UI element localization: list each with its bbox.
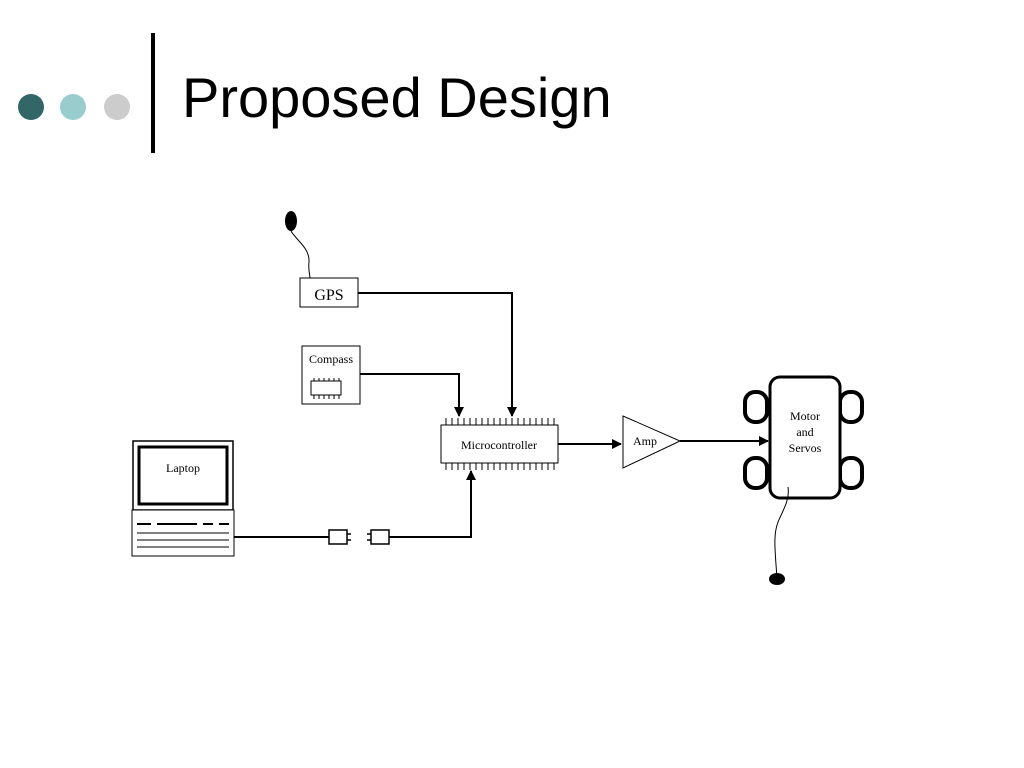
motor-antenna-wire xyxy=(774,486,789,579)
motor-label-line2: and xyxy=(796,425,813,439)
wheel-rear-right xyxy=(838,456,864,490)
bullet-dot-dark xyxy=(18,94,44,120)
motor-label-line1: Motor xyxy=(790,409,820,423)
bullet-dot-gray xyxy=(104,94,130,120)
cable-connector xyxy=(328,529,390,545)
motor-label-line3: Servos xyxy=(789,441,822,455)
motor-and-servos: Motor and Servos xyxy=(743,375,864,585)
motor-antenna-tip xyxy=(769,573,785,585)
wheel-front-right xyxy=(838,390,864,424)
gps-label: GPS xyxy=(314,287,343,304)
gps-antenna xyxy=(285,211,311,279)
wheel-front-left xyxy=(743,390,769,424)
plug-female xyxy=(370,529,390,545)
connections xyxy=(234,292,769,538)
microcontroller-pins xyxy=(445,418,555,470)
gps-to-microcontroller xyxy=(358,292,517,417)
title-divider xyxy=(151,33,155,153)
bullet-dot-light xyxy=(60,94,86,120)
compass-module: Compass xyxy=(301,345,361,405)
laptop-cable-right xyxy=(389,470,476,538)
microcontroller: Microcontroller xyxy=(440,418,559,470)
gps-module: GPS xyxy=(299,277,359,308)
laptop-label: Laptop xyxy=(166,461,200,475)
laptop: Laptop xyxy=(131,440,235,557)
plug-male xyxy=(328,529,348,545)
slide-title: Proposed Design xyxy=(182,66,612,129)
amplifier: Amp xyxy=(622,415,682,469)
compass-to-microcontroller xyxy=(360,373,464,417)
wheel-rear-left xyxy=(743,456,769,490)
microcontroller-label: Microcontroller xyxy=(461,438,537,452)
amp-label: Amp xyxy=(633,434,657,448)
motor-body xyxy=(768,375,842,500)
compass-label: Compass xyxy=(309,352,353,366)
compass-chip-icon xyxy=(310,380,342,396)
